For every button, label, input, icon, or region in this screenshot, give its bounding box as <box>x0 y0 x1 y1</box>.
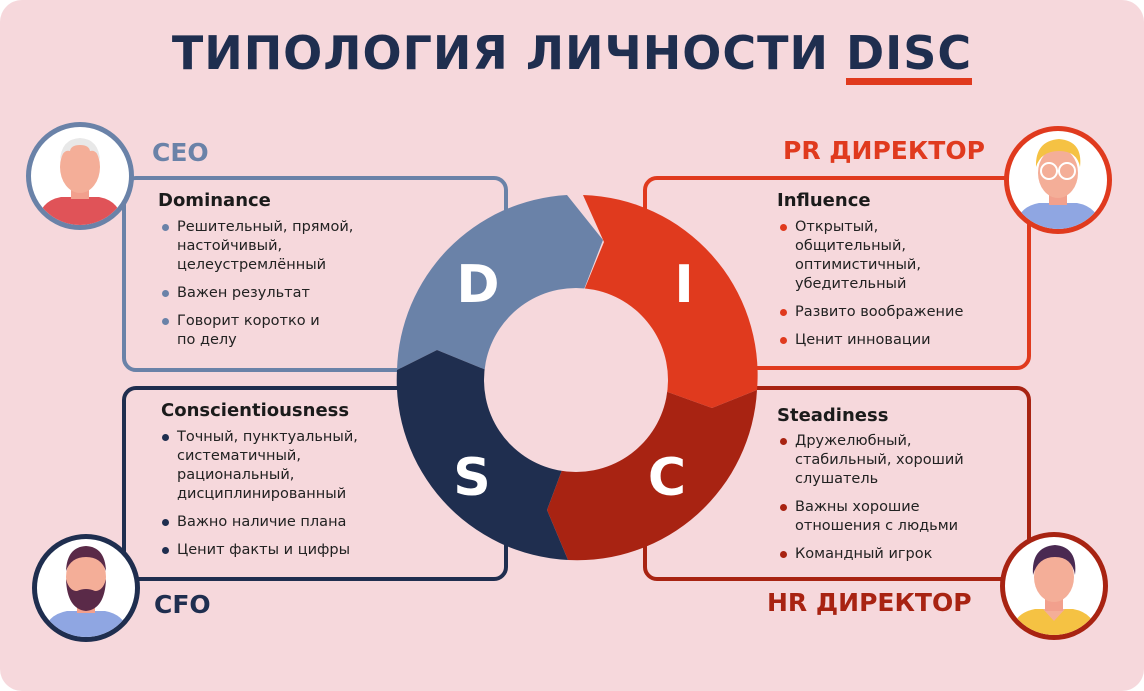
wheel-letter-i: I <box>674 255 693 315</box>
wheel-segment-c <box>547 386 757 561</box>
pr-director-portrait-icon <box>1015 139 1101 229</box>
wheel-letter-c: C <box>648 448 686 508</box>
hr-director-avatar <box>1000 532 1108 640</box>
list-item: Развито воображение <box>778 303 993 322</box>
role-hr-director: HR ДИРЕКТОР <box>767 588 972 617</box>
page-title: ТИПОЛОГИЯ ЛИЧНОСТИ DISC <box>0 26 1144 85</box>
list-item: Ценит инновации <box>778 331 993 350</box>
ceo-avatar <box>26 122 134 230</box>
wheel-letter-d: D <box>456 255 499 315</box>
role-pr-director: PR ДИРЕКТОР <box>783 136 985 165</box>
conscientiousness-list: Точный, пунктуальный, систематичный, рац… <box>160 428 390 569</box>
ceo-portrait-icon <box>37 138 123 225</box>
hr-director-portrait-icon <box>1011 545 1097 635</box>
wheel-segment-d <box>397 195 603 370</box>
list-item: Командный игрок <box>778 545 993 564</box>
role-cfo: CFO <box>154 590 211 619</box>
list-item: Точный, пунктуальный, систематичный, рац… <box>160 428 390 504</box>
list-item: Важен результат <box>160 284 390 303</box>
steadiness-list: Дружелюбный, стабильный, хороший слушате… <box>778 432 993 573</box>
dominance-list: Решительный, прямой, настойчивый, целеус… <box>160 218 390 359</box>
dominance-heading: Dominance <box>158 190 271 211</box>
wheel-segment-i <box>578 195 758 408</box>
wheel-segment-s <box>396 350 568 560</box>
role-ceo: CEO <box>152 138 209 167</box>
list-item: Дружелюбный, стабильный, хороший слушате… <box>778 432 993 489</box>
cfo-portrait-icon <box>43 546 129 637</box>
list-item: Решительный, прямой, настойчивый, целеус… <box>160 218 390 275</box>
title-main: ТИПОЛОГИЯ ЛИЧНОСТИ <box>171 26 846 80</box>
influence-list: Открытый, общительный, оптимистичный, уб… <box>778 218 993 359</box>
title-accent: DISC <box>845 30 973 85</box>
steadiness-heading: Steadiness <box>777 405 889 426</box>
list-item: Ценит факты и цифры <box>160 541 390 560</box>
cfo-avatar <box>32 534 140 642</box>
wheel-letter-s: S <box>453 448 490 508</box>
conscientiousness-heading: Conscientiousness <box>161 400 350 421</box>
influence-heading: Influence <box>777 190 871 211</box>
pr-director-avatar <box>1004 126 1112 234</box>
list-item: Открытый, общительный, оптимистичный, уб… <box>778 218 945 294</box>
list-item: Говорит коротко и по делу <box>160 312 327 350</box>
list-item: Важно наличие плана <box>160 513 390 532</box>
list-item: Важны хорошие отношения с людьми <box>778 498 993 536</box>
